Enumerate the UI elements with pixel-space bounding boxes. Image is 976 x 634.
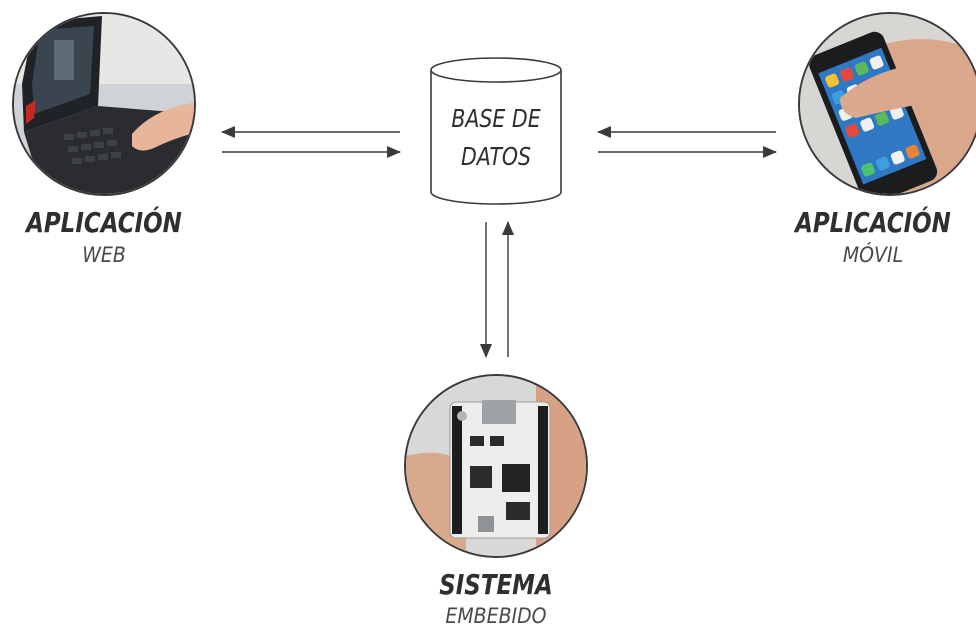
- mobile-app-subtitle: MÓVIL: [842, 243, 904, 267]
- database-label-line2: DATOS: [460, 142, 531, 171]
- web-app-subtitle: WEB: [82, 243, 126, 267]
- smartphone-image: [798, 12, 976, 196]
- embedded-subtitle: EMBEBIDO: [445, 604, 547, 628]
- embedded-title: SISTEMA: [439, 568, 553, 601]
- web-app-title: APLICACIÓN: [26, 206, 182, 239]
- laptop-image: [12, 12, 196, 196]
- database-label-line1: BASE DE: [451, 104, 541, 133]
- database-cylinder: [430, 57, 562, 205]
- embedded-board-image: [404, 374, 588, 558]
- mobile-app-title: APLICACIÓN: [795, 206, 951, 239]
